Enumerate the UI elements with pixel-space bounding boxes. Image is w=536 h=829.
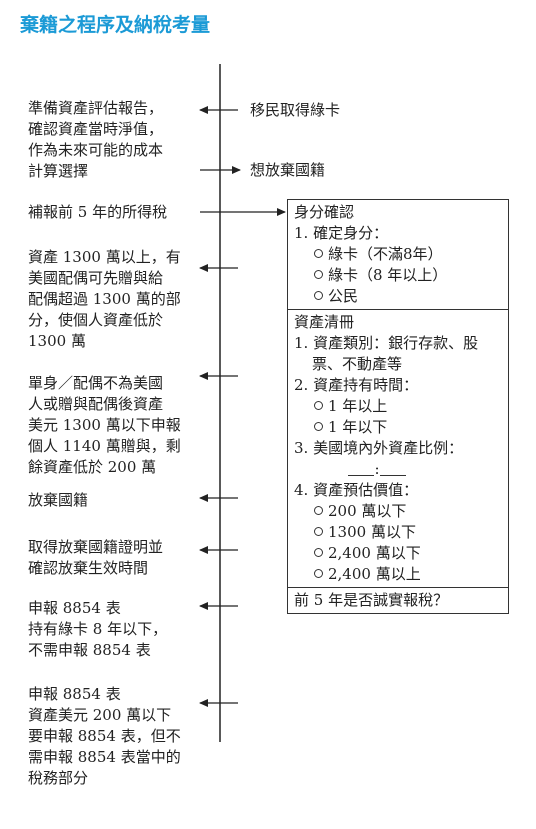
step-line: 準備資產評估報告， — [28, 99, 164, 117]
checklist-box: 身分確認 1. 確定身分： 綠卡（不滿8年） 綠卡（8 年以上） 公民 資產清冊… — [287, 199, 509, 614]
circle-bullet-icon — [314, 291, 323, 300]
assets-q1: 1. 資產類別：銀行存款、股 — [294, 334, 479, 352]
value-option: 2,400 萬以上 — [294, 564, 502, 585]
value-option: 1300 萬以下 — [294, 522, 502, 543]
tax-section: 前 5 年是否誠實報稅？ — [288, 588, 508, 613]
step-back-taxes: 補報前 5 年的所得稅 — [28, 202, 208, 223]
option-label: 綠卡（8 年以上） — [328, 266, 448, 284]
step-line: 作為未來可能的成本 — [28, 141, 164, 159]
step-line: 持有綠卡 8 年以下， — [28, 620, 168, 638]
identity-option: 綠卡（8 年以上） — [294, 265, 502, 286]
circle-bullet-icon — [314, 506, 323, 515]
identity-question: 1. 確定身分： — [294, 224, 389, 242]
step-line: 分，使個人資產低於 — [28, 311, 164, 329]
step-line: 取得放棄國籍證明並 — [28, 538, 164, 556]
step-line: 要申報 8854 表，但不 — [28, 727, 181, 745]
step-form-8854-b: 申報 8854 表 資產美元 200 萬以下 要申報 8854 表，但不 需申報… — [28, 684, 208, 789]
step-line: 個人 1140 萬贈與，剩 — [28, 437, 181, 455]
step-form-8854-a: 申報 8854 表 持有綠卡 8 年以下， 不需申報 8854 表 — [28, 598, 208, 661]
circle-bullet-icon — [314, 422, 323, 431]
identity-option: 綠卡（不滿8年） — [294, 244, 502, 265]
step-line: 確認放棄生效時間 — [28, 559, 149, 577]
step-line: 資產美元 200 萬以下 — [28, 706, 172, 724]
step-line: 美國配偶可先贈與給 — [28, 269, 164, 287]
step-single-gift: 單身／配偶不為美國 人或贈與配偶後資產 美元 1300 萬以下申報 個人 114… — [28, 373, 208, 478]
value-option: 2,400 萬以下 — [294, 543, 502, 564]
circle-bullet-icon — [314, 548, 323, 557]
option-label: 2,400 萬以下 — [328, 544, 421, 562]
step-line: 美元 1300 萬以下申報 — [28, 416, 181, 434]
assets-q4: 4. 資產預估價值： — [294, 481, 419, 499]
step-line: 餘資產低於 200 萬 — [28, 458, 157, 476]
page-title: 棄籍之程序及納稅考量 — [20, 14, 211, 36]
assets-q2: 2. 資產持有時間： — [294, 376, 419, 394]
ratio-blank: : — [294, 459, 502, 480]
step-asset-report: 準備資產評估報告， 確認資產當時淨值， 作為未來可能的成本 計算選擇 — [28, 98, 208, 182]
label-green-card: 移民取得綠卡 — [250, 101, 341, 119]
step-line: 申報 8854 表 — [28, 685, 121, 703]
option-label: 1300 萬以下 — [328, 523, 416, 541]
step-line: 計算選擇 — [28, 162, 89, 180]
assets-q3: 3. 美國境內外資產比例： — [294, 439, 464, 457]
option-label: 200 萬以下 — [328, 502, 407, 520]
option-label: 綠卡（不滿8年） — [328, 245, 443, 263]
hold-option: 1 年以上 — [294, 396, 502, 417]
circle-bullet-icon — [314, 270, 323, 279]
blank-line — [348, 461, 374, 476]
label-consider-renounce: 想放棄國籍 — [250, 161, 326, 179]
step-line: 單身／配偶不為美國 — [28, 374, 164, 392]
step-spouse-gift: 資產 1300 萬以上，有 美國配偶可先贈與給 配偶超過 1300 萬的部 分，… — [28, 247, 208, 352]
step-line: 稅務部分 — [28, 769, 89, 787]
step-line: 放棄國籍 — [28, 491, 89, 509]
blank-line — [380, 461, 406, 476]
step-line: 人或贈與配偶後資產 — [28, 395, 164, 413]
identity-heading: 身分確認 — [294, 203, 355, 221]
ratio-colon: : — [374, 460, 380, 478]
step-renounce: 放棄國籍 — [28, 490, 208, 511]
step-line: 1300 萬 — [28, 332, 86, 350]
option-label: 公民 — [328, 287, 359, 305]
value-option: 200 萬以下 — [294, 501, 502, 522]
step-line: 需申報 8854 表當中的 — [28, 748, 181, 766]
tax-question: 前 5 年是否誠實報稅？ — [294, 591, 449, 609]
hold-option: 1 年以下 — [294, 417, 502, 438]
step-line: 確認資產當時淨值， — [28, 120, 164, 138]
step-line: 不需申報 8854 表 — [28, 641, 151, 659]
circle-bullet-icon — [314, 527, 323, 536]
circle-bullet-icon — [314, 569, 323, 578]
option-label: 2,400 萬以上 — [328, 565, 421, 583]
step-line: 配偶超過 1300 萬的部 — [28, 290, 181, 308]
assets-q1-cont: 票、不動產等 — [312, 355, 403, 373]
circle-bullet-icon — [314, 249, 323, 258]
circle-bullet-icon — [314, 401, 323, 410]
step-line: 資產 1300 萬以上，有 — [28, 248, 181, 266]
assets-section: 資產清冊 1. 資產類別：銀行存款、股 票、不動產等 2. 資產持有時間： 1 … — [288, 310, 508, 588]
option-label: 1 年以下 — [328, 418, 388, 436]
option-label: 1 年以上 — [328, 397, 388, 415]
step-line: 補報前 5 年的所得稅 — [28, 203, 168, 221]
identity-option: 公民 — [294, 286, 502, 307]
step-line: 申報 8854 表 — [28, 599, 121, 617]
assets-heading: 資產清冊 — [294, 313, 355, 331]
step-certificate: 取得放棄國籍證明並 確認放棄生效時間 — [28, 537, 208, 579]
identity-section: 身分確認 1. 確定身分： 綠卡（不滿8年） 綠卡（8 年以上） 公民 — [288, 200, 508, 310]
